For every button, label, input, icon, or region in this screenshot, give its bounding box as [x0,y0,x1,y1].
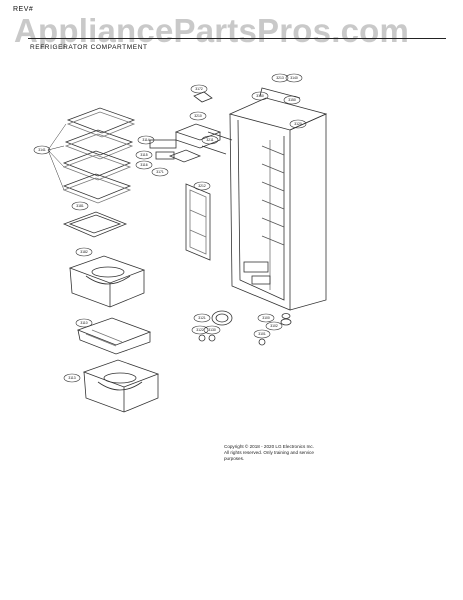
callout-label: 3101 [258,332,266,336]
callout-bubble [289,119,307,129]
callout-bubble [257,313,275,323]
callout-label: 3182 [80,250,88,254]
callout-bubble [75,247,93,257]
callout-label: 3160 [256,94,264,98]
callout-bubble [71,201,89,211]
callout-label: 3172 [195,87,203,91]
callout-label: 3211 [206,138,213,142]
callout-label: 3130 [208,328,216,332]
callout-label: 3113 [68,376,75,380]
callout-bubble [253,329,271,339]
callout-bubble [271,73,289,83]
callout-label: 3122 [196,328,204,332]
callout-label: 3141 [38,148,46,152]
copyright-line: Copyright © 2018 - 2020 LG Electronics I… [224,444,314,449]
callout-bubble [265,321,283,331]
callout-label: 3120 [294,122,302,126]
callout-bubble [63,373,81,383]
callout-label: 3121 [198,316,206,320]
bottom-drawer [82,359,160,413]
refrigerator-cabinet [228,87,328,311]
callout-label: 3213 [276,76,284,80]
crisper-tray [76,317,152,355]
center-parts [149,91,233,163]
revision-label: REV# [13,6,34,13]
callout-label: 3102 [270,324,278,328]
callout-label: 3116 [140,163,147,167]
callout-label: 3114 [142,138,149,142]
glass-shelves [47,107,136,204]
callout-bubble [151,167,169,177]
callout-label: 3140 [290,76,298,80]
panel-assembly [185,183,211,261]
section-title: REFRIGERATOR COMPARTMENT [30,44,148,51]
callout-bubble [203,325,221,335]
callout-bubble [201,135,219,145]
callout-label: 3212 [198,184,206,188]
callout-bubble [283,95,301,105]
callout-bubble [189,111,207,121]
watermark: AppliancePartsPros.com [14,12,410,49]
callout-bubble [190,84,208,94]
callout-bubble [193,313,211,323]
crisper-cover [62,211,128,238]
callout-bubble [285,73,303,83]
callout-bubble [191,325,209,335]
callout-bubble [251,91,269,101]
callout-label: 3171 [156,170,164,174]
bottom-center-parts [198,310,292,346]
callout-label: 3100 [262,316,270,320]
callout-label: 3181 [76,204,84,208]
callout-label: 3150 [288,98,296,102]
callout-bubble [193,181,211,191]
callout-bubble [137,135,155,145]
callout-label: 3210 [194,114,202,118]
callout-bubble [135,160,153,170]
callout-bubble [135,150,153,160]
callout-label: 3115 [140,153,147,157]
copyright-notice: Copyright © 2018 - 2020 LG Electronics I… [224,444,344,462]
callout-bubble [33,145,51,155]
callout-bubbles [33,73,307,383]
copyright-line: purposes. [224,456,245,461]
title-rule [28,38,446,39]
upper-crisper-drawer [68,255,146,308]
copyright-line: All rights reserved. Only training and s… [224,450,314,455]
callout-bubble [75,318,93,328]
callout-label: 3110 [80,321,87,325]
